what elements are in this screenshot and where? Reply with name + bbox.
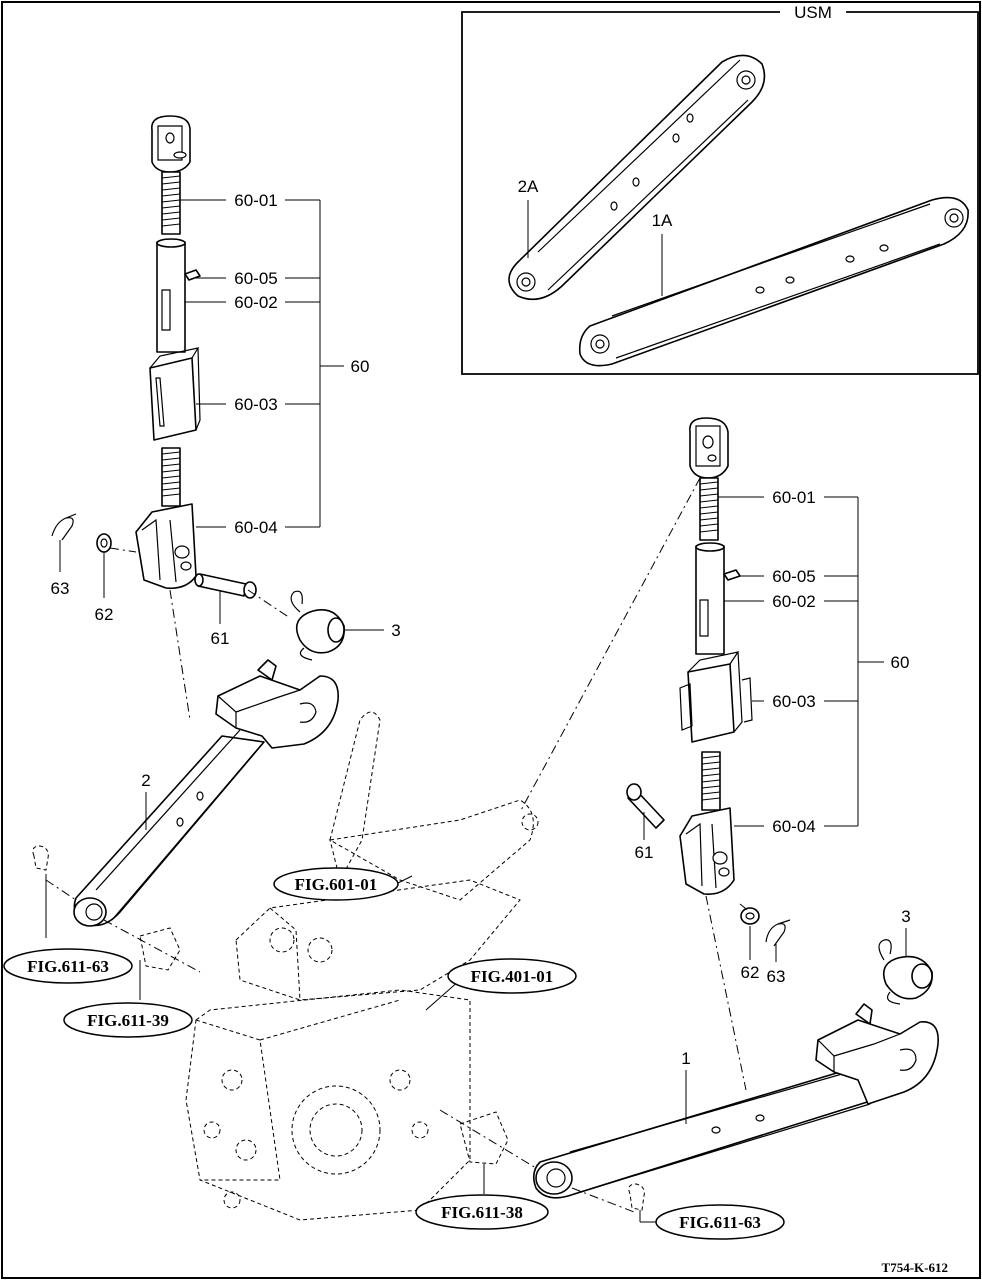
- fig-ref-401-01[interactable]: FIG.401-01: [425, 958, 577, 1011]
- callout-right-60: 60: [891, 653, 910, 672]
- callout-link-2: 2: [141, 771, 150, 790]
- lower-link-1: [532, 1003, 939, 1199]
- fig-ref-401-01-label: FIG.401-01: [471, 967, 554, 986]
- callout-left-61: 61: [211, 629, 230, 648]
- callout-left-60-01: 60-01: [234, 191, 277, 210]
- link-1a: [578, 196, 969, 367]
- right-turnbuckle: [626, 417, 933, 1091]
- callout-left-60-05: 60-05: [234, 269, 277, 288]
- callout-left-63: 63: [51, 579, 70, 598]
- left-ball-hardware: [32, 845, 201, 1000]
- fig-ref-611-39-label: FIG.611-39: [87, 1011, 169, 1030]
- left-callouts: 60-01 60-05 60-02 60-03 60-04 60 63 62 6…: [51, 191, 401, 648]
- callout-right-3: 3: [901, 907, 910, 926]
- right-leaders: [643, 496, 907, 962]
- fig-ref-601-01[interactable]: FIG.601-01: [273, 867, 413, 901]
- left-leaders: [59, 199, 384, 631]
- fig-ref-611-38[interactable]: FIG.611-38: [415, 1194, 549, 1230]
- fig-ref-611-63-right[interactable]: FIG.611-63: [655, 1204, 785, 1240]
- link-2a: [508, 54, 766, 301]
- callout-right-62: 62: [741, 963, 760, 982]
- assembly-line-right: [519, 477, 701, 813]
- callout-left-60-04: 60-04: [234, 518, 277, 537]
- fig-ref-611-63-left-label: FIG.611-63: [27, 957, 109, 976]
- callout-right-60-04: 60-04: [772, 817, 815, 836]
- fig-ref-611-63-left[interactable]: FIG.611-63: [3, 948, 133, 984]
- right-ball-hardware: [439, 1109, 660, 1223]
- label-2a: 2A: [518, 177, 539, 196]
- callout-right-60-05: 60-05: [772, 567, 815, 586]
- fig-ref-611-63-right-label: FIG.611-63: [679, 1213, 761, 1232]
- fig-ref-601-01-label: FIG.601-01: [295, 875, 378, 894]
- fig-ref-611-39[interactable]: FIG.611-39: [63, 1002, 193, 1038]
- tractor-housing: [185, 711, 539, 1221]
- callout-left-60-03: 60-03: [234, 395, 277, 414]
- callout-left-60: 60: [351, 357, 370, 376]
- callout-right-63: 63: [767, 967, 786, 986]
- lower-link-2: [73, 659, 339, 927]
- left-turnbuckle: [51, 115, 345, 721]
- drawing-code: T754-K-612: [882, 1260, 948, 1275]
- usm-inset: USM 2A 1A: [461, 3, 979, 375]
- right-callouts: 60-01 60-05 60-02 60-03 60-04 60 61 62 6…: [635, 488, 911, 986]
- callout-left-3: 3: [391, 621, 400, 640]
- callout-left-60-02: 60-02: [234, 293, 277, 312]
- callout-right-60-01: 60-01: [772, 488, 815, 507]
- label-1a: 1A: [652, 211, 673, 230]
- callout-left-62: 62: [95, 605, 114, 624]
- inset-title: USM: [794, 3, 832, 22]
- fig-ref-611-38-label: FIG.611-38: [441, 1203, 523, 1222]
- callout-right-61: 61: [635, 843, 654, 862]
- callout-right-60-03: 60-03: [772, 692, 815, 711]
- callout-right-60-02: 60-02: [772, 592, 815, 611]
- callout-link-1: 1: [681, 1049, 690, 1068]
